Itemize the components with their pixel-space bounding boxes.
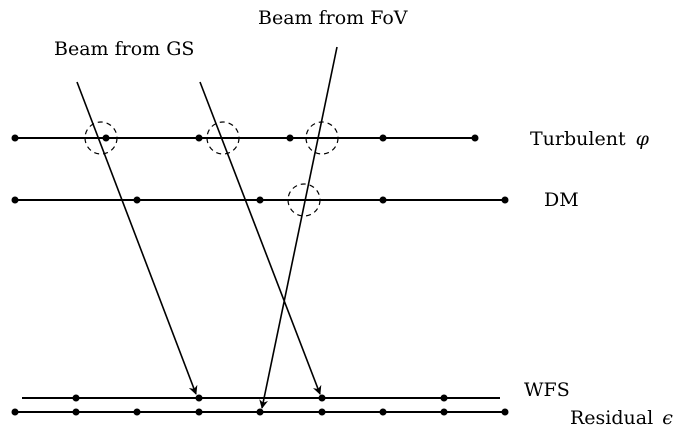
dm-node [256, 196, 264, 204]
turbulent-label: Turbulent φ [530, 128, 650, 150]
gs-beam-arrow [76, 81, 198, 395]
residual-node [501, 408, 509, 416]
beam-from-fov-label: Beam from FoV [258, 7, 408, 29]
residual-node [379, 408, 387, 416]
wfs-node [195, 394, 203, 402]
turbulent-node [379, 134, 387, 142]
turbulent-label-text: Turbulent [530, 128, 626, 150]
dm-node [501, 196, 509, 204]
turbulent-layer [11, 121, 479, 155]
residual-node [72, 408, 80, 416]
wfs-node [318, 394, 326, 402]
epsilon-symbol: ϵ [662, 407, 673, 429]
residual-node [133, 408, 141, 416]
beams [76, 46, 338, 409]
residual-node [256, 408, 264, 416]
dm-node [133, 196, 141, 204]
dm-node [11, 196, 19, 204]
residual-node [11, 408, 19, 416]
turbulent-node [11, 134, 19, 142]
turbulent-node [195, 134, 203, 142]
fov-beam-arrow [259, 46, 338, 409]
gs-beam-arrow [199, 81, 322, 395]
dm-label: DM [544, 189, 579, 211]
residual-node [440, 408, 448, 416]
beam-from-gs-label: Beam from GS [54, 38, 194, 60]
residual-node [318, 408, 326, 416]
residual-label: Residual ϵ [570, 407, 673, 429]
turbulent-node [471, 134, 479, 142]
phi-symbol: φ [636, 128, 650, 150]
residual-label-text: Residual [570, 407, 653, 429]
wfs-label: WFS [524, 379, 570, 401]
turbulent-node [102, 134, 110, 142]
turbulent-node [286, 134, 294, 142]
residual-node [195, 408, 203, 416]
residual-layer [11, 408, 509, 416]
beam-footprint-circle [206, 121, 240, 155]
wfs-layer [22, 394, 500, 402]
dm-layer [11, 183, 509, 217]
wfs-node [440, 394, 448, 402]
wfs-node [72, 394, 80, 402]
beam-footprint-circle [84, 121, 118, 155]
beam-footprint-circle [287, 183, 321, 217]
dm-node [379, 196, 387, 204]
